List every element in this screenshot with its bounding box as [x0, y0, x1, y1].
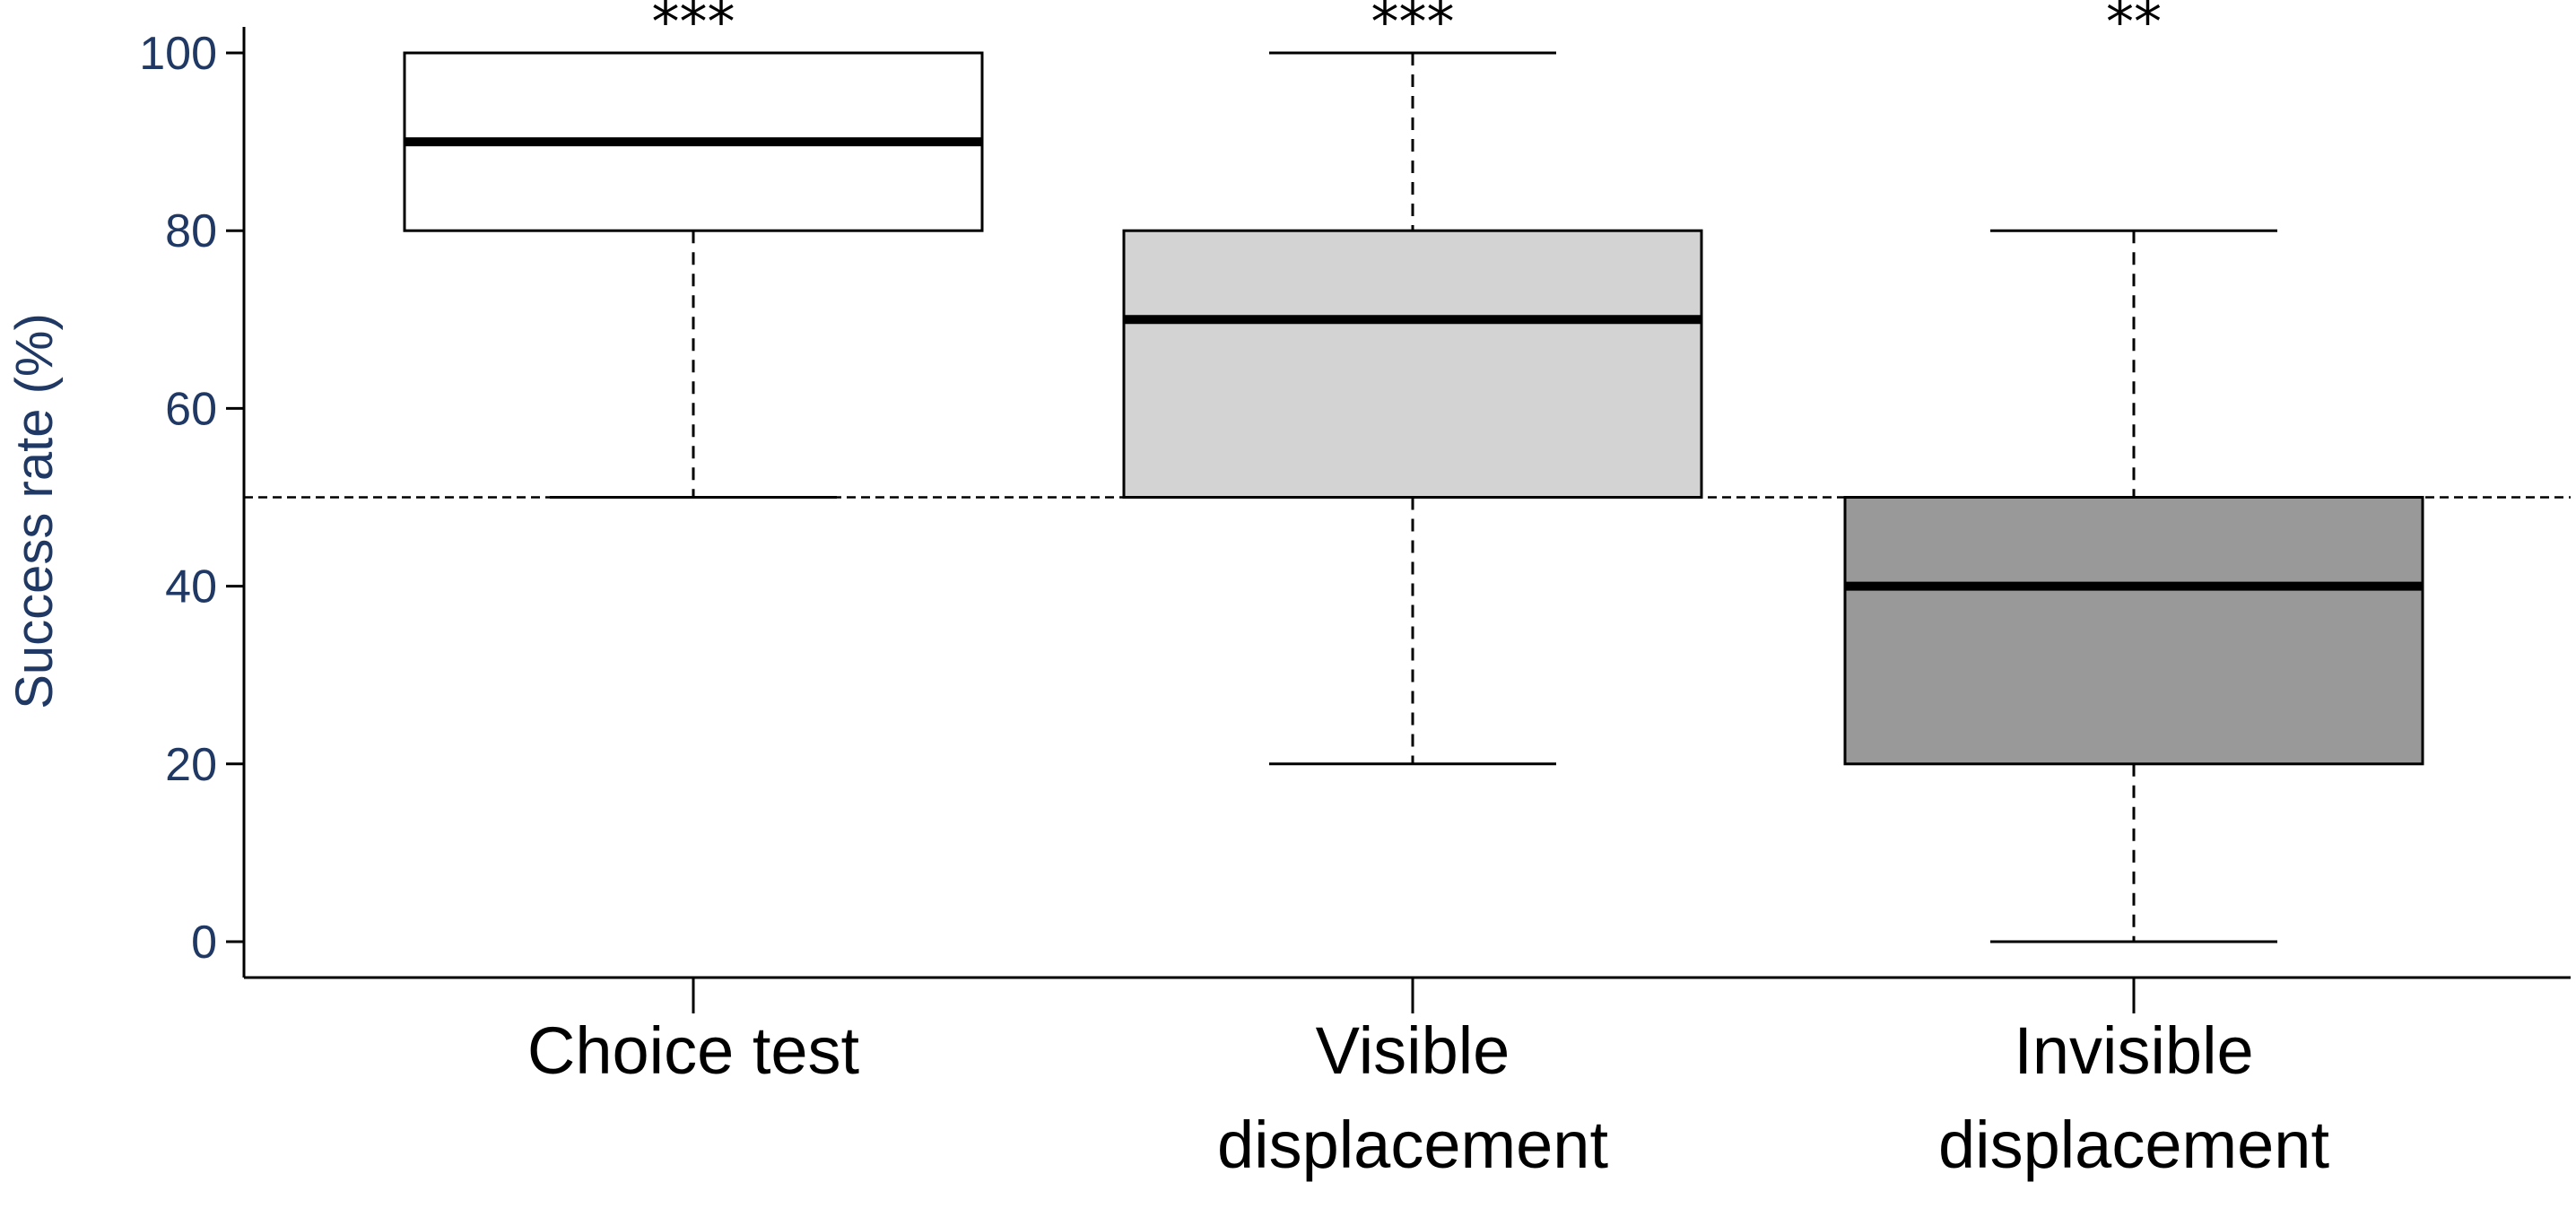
box-iqr: [1122, 229, 1703, 499]
y-tick-label: 20: [165, 739, 217, 791]
y-tick-label: 60: [165, 383, 217, 435]
x-category-label: displacement: [1938, 1108, 2329, 1182]
y-tick-label: 100: [139, 28, 217, 80]
significance-marker: **: [2106, 0, 2162, 55]
x-category-label: Invisible: [2014, 1013, 2253, 1088]
significance-marker: ***: [652, 0, 735, 55]
labels-group: *** Choice test *** Visible displacement ** In…: [527, 0, 2330, 1182]
y-tick-label: 0: [191, 917, 217, 969]
x-category-label: displacement: [1217, 1108, 1608, 1182]
y-tick-label: 80: [165, 205, 217, 257]
x-category-label: Visible: [1316, 1013, 1510, 1088]
y-axis-title: Success rate (%): [5, 313, 64, 709]
significance-marker: ***: [1371, 0, 1455, 55]
y-tick-label: 40: [165, 561, 217, 613]
boxes-group: [403, 51, 2424, 943]
x-category-label: Choice test: [527, 1013, 860, 1088]
box-iqr: [1843, 496, 2424, 766]
